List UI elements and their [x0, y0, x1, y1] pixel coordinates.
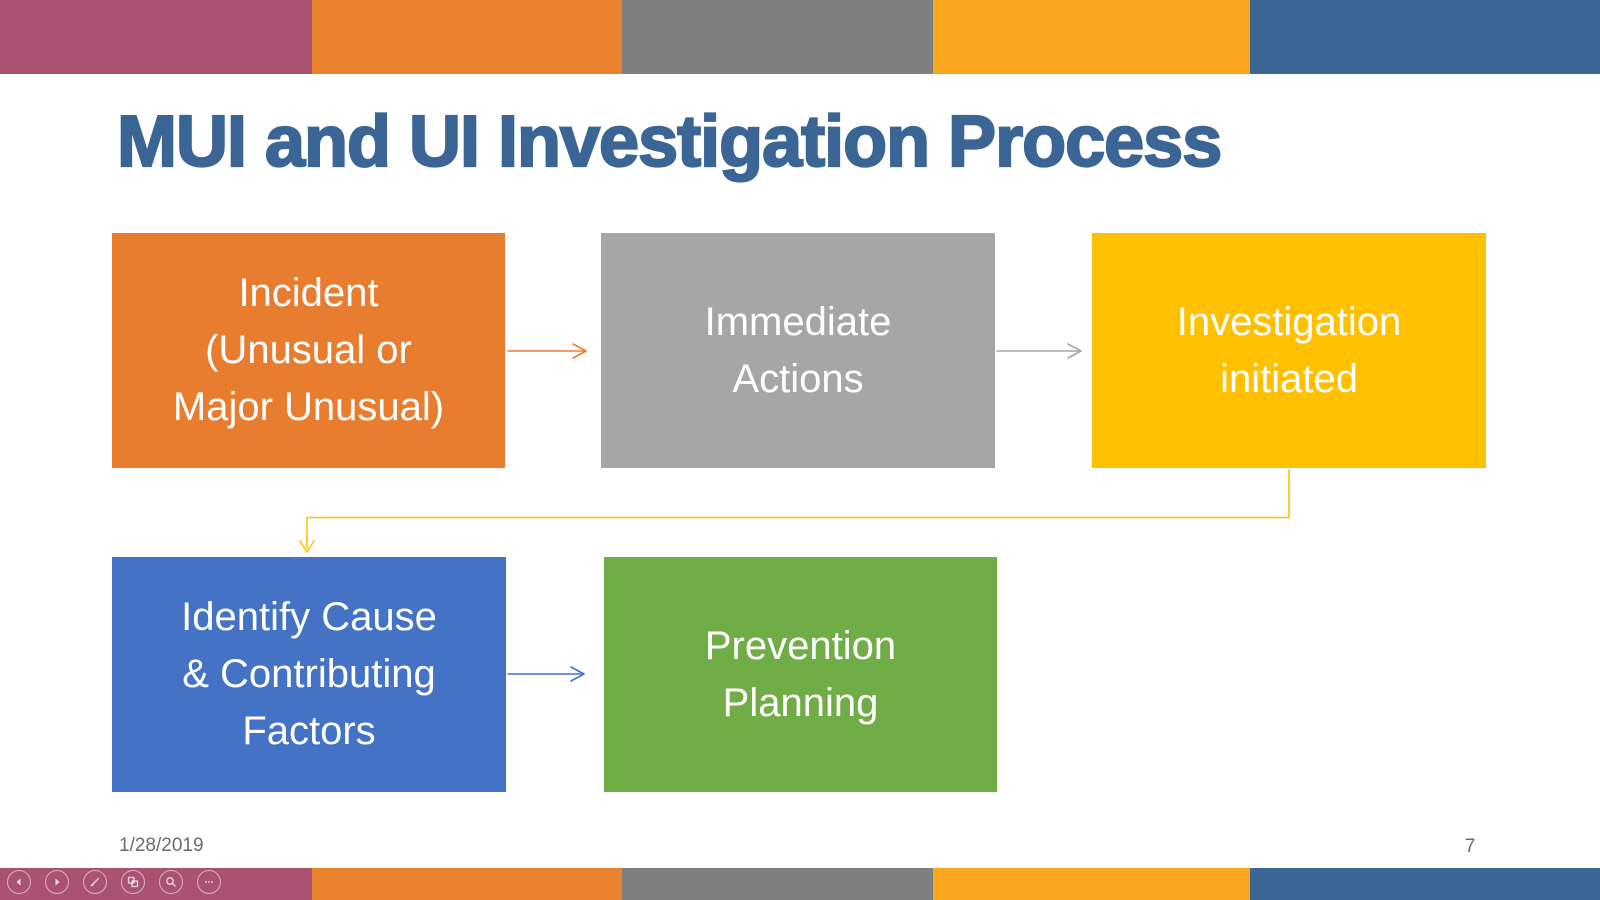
node-text-line: Investigation: [1176, 299, 1402, 344]
more-options-button[interactable]: [197, 870, 221, 894]
node-text-line: initiated: [1220, 356, 1358, 401]
node-text-line: Major Unusual): [172, 385, 445, 429]
stripe-segment-pink: [0, 0, 312, 74]
footer-date: 1/28/2019: [119, 835, 204, 856]
bottom-theme-stripe: [0, 868, 1600, 900]
node-text-line: (Unusual or: [205, 328, 412, 372]
connector-incident-to-immediate: [507, 343, 587, 359]
slideshow-controls: [7, 870, 221, 894]
flow-node-prevention-planning: Prevention Planning: [604, 557, 997, 792]
magnifier-icon: [166, 877, 176, 887]
node-text-line: & Contributing: [182, 652, 436, 696]
prev-arrow-icon: [16, 878, 21, 886]
next-arrow-icon: [55, 878, 60, 886]
node-text-line: Prevention: [704, 623, 897, 668]
previous-slide-button[interactable]: [7, 870, 31, 894]
stripe-segment-gray: [622, 0, 933, 74]
stripe-segment-orange: [312, 0, 622, 74]
slide-title: MUI and UI Investigation Process: [116, 101, 1223, 183]
next-slide-button[interactable]: [45, 870, 69, 894]
stripe-segment-blue: [1250, 0, 1600, 74]
node-text-line: Immediate: [704, 299, 892, 344]
connector-investigation-to-identify: [299, 469, 1290, 553]
stripe-segment-gray: [622, 868, 933, 900]
zoom-button[interactable]: [159, 870, 183, 894]
connector-identify-to-prevention: [507, 666, 585, 682]
see-all-slides-button[interactable]: [121, 870, 145, 894]
node-text-line: Incident: [238, 271, 379, 315]
node-text-line: Identify Cause: [181, 595, 437, 639]
flow-node-incident: Incident (Unusual or Major Unusual): [112, 233, 505, 468]
node-text-line: Planning: [722, 680, 879, 725]
stripe-segment-yellow: [933, 868, 1250, 900]
pen-icon: [90, 877, 100, 887]
ellipsis-icon: [205, 881, 213, 883]
all-slides-icon: [127, 876, 139, 888]
flow-node-investigation-initiated: Investigation initiated: [1092, 233, 1486, 468]
pen-tools-button[interactable]: [83, 870, 107, 894]
stripe-segment-blue: [1250, 868, 1600, 900]
top-theme-stripe: [0, 0, 1600, 74]
node-text-line: Factors: [242, 709, 376, 753]
stripe-segment-orange: [312, 868, 622, 900]
stripe-segment-yellow: [933, 0, 1250, 74]
slide-number: 7: [1464, 836, 1476, 857]
connector-immediate-to-investigation: [996, 343, 1082, 359]
flow-node-identify-cause: Identify Cause & Contributing Factors: [112, 557, 506, 792]
flow-node-immediate-actions: Immediate Actions: [601, 233, 995, 468]
node-text-line: Actions: [732, 356, 864, 401]
